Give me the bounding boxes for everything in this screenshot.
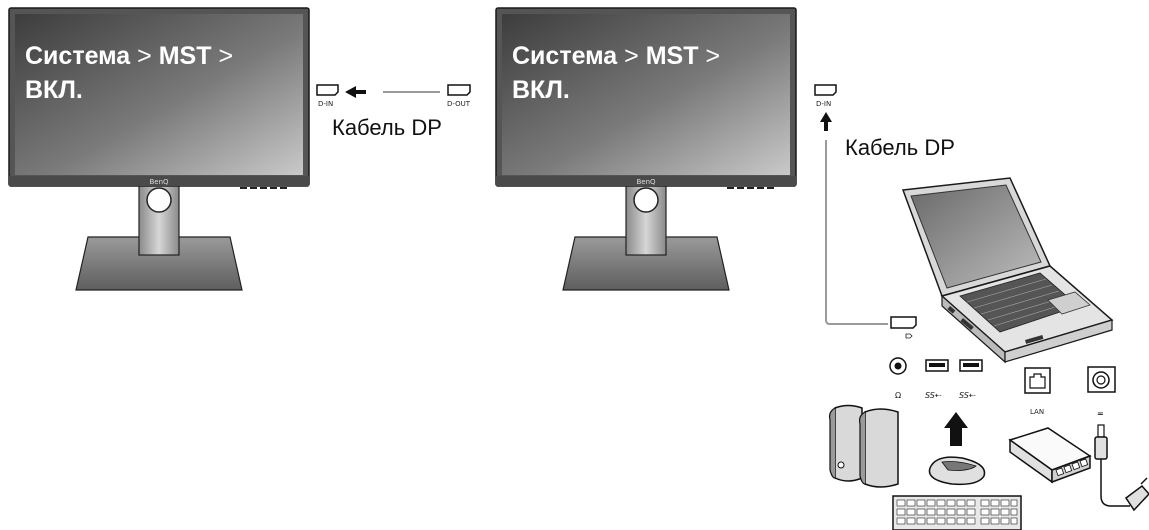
arrow-left-icon bbox=[345, 86, 366, 98]
monitor-chin bbox=[496, 176, 796, 186]
lan-label: LAN bbox=[1030, 408, 1044, 416]
laptop-front bbox=[1004, 319, 1113, 363]
speakers-icon bbox=[828, 404, 899, 488]
dp-cable bbox=[825, 140, 888, 325]
displayport-icon bbox=[890, 316, 917, 329]
menu-separator: > bbox=[130, 42, 159, 70]
network-switch-icon bbox=[1008, 427, 1092, 484]
dp-cable-caption: Кабель DP bbox=[332, 115, 442, 140]
menu-on: ВКЛ. bbox=[25, 76, 83, 104]
usb-label: SS⇠ bbox=[959, 391, 976, 400]
menu-separator: > bbox=[617, 42, 646, 70]
laptop-dp-port bbox=[890, 316, 917, 339]
dc-label: = bbox=[1097, 409, 1104, 418]
arrow-up-icon bbox=[820, 112, 832, 131]
arrow-up-icon bbox=[944, 412, 968, 446]
side-port bbox=[947, 305, 956, 314]
control-keys bbox=[727, 187, 774, 189]
touchpad bbox=[1047, 291, 1091, 315]
right-monitor: BenQ Система > MST > ВКЛ. bbox=[495, 7, 797, 291]
cable-hole bbox=[146, 187, 172, 213]
power-adapter-icon bbox=[1094, 424, 1149, 512]
monitor-screen bbox=[15, 14, 303, 175]
displayport-icon bbox=[316, 84, 339, 96]
left-monitor: BenQ Система > MST > ВКЛ. bbox=[8, 7, 310, 291]
headphone-port: Ω bbox=[889, 357, 907, 400]
menu-mst: MST bbox=[646, 42, 699, 70]
laptop bbox=[901, 177, 1114, 364]
port-label: D-IN bbox=[816, 100, 831, 108]
lan-port: LAN bbox=[1024, 367, 1051, 416]
usb-port-a: SS⇠ bbox=[925, 359, 949, 400]
dc-power-port: = bbox=[1087, 366, 1116, 418]
monitor-chin bbox=[9, 176, 309, 186]
menu-mst: MST bbox=[159, 42, 212, 70]
dp-port-in-right: D-IN bbox=[814, 84, 837, 108]
displayport-icon bbox=[814, 84, 837, 96]
ethernet-icon bbox=[1029, 373, 1046, 389]
control-keys bbox=[240, 187, 287, 189]
arrow-to-left-monitor bbox=[345, 86, 366, 98]
menu-on: ВКЛ. bbox=[512, 76, 570, 104]
port-label: D-IN bbox=[318, 100, 333, 108]
menu-system: Система bbox=[512, 42, 618, 70]
usb-label: SS⇠ bbox=[925, 391, 942, 400]
usb-port-b: SS⇠ bbox=[959, 359, 983, 400]
screen-text-line1: Система > MST > bbox=[512, 42, 720, 70]
monitor-base bbox=[75, 236, 243, 291]
dp-port-in-left: D-IN bbox=[316, 84, 339, 108]
brand-logo: BenQ bbox=[149, 178, 169, 186]
menu-separator: > bbox=[699, 42, 721, 70]
keyboard-icon bbox=[892, 495, 1022, 530]
menu-separator: > bbox=[212, 42, 234, 70]
laptop-screen bbox=[910, 184, 1042, 289]
dp-cable-caption: Кабель DP bbox=[845, 135, 955, 160]
monitor-screen bbox=[502, 14, 790, 175]
screen-text-line1: Система > MST > bbox=[25, 42, 233, 70]
brand-logo: BenQ bbox=[636, 178, 656, 186]
headphone-icon: Ω bbox=[895, 391, 901, 400]
monitor-base bbox=[562, 236, 730, 291]
side-vent bbox=[960, 318, 974, 331]
displayport-icon bbox=[447, 84, 471, 96]
port-label: D-OUT bbox=[447, 100, 471, 108]
mouse-icon bbox=[928, 456, 986, 486]
dp-symbol-icon bbox=[905, 333, 913, 339]
menu-system: Система bbox=[25, 42, 131, 70]
front-slot bbox=[1025, 335, 1044, 344]
cable-hole bbox=[633, 187, 659, 213]
dp-port-out: D-OUT bbox=[447, 84, 471, 108]
